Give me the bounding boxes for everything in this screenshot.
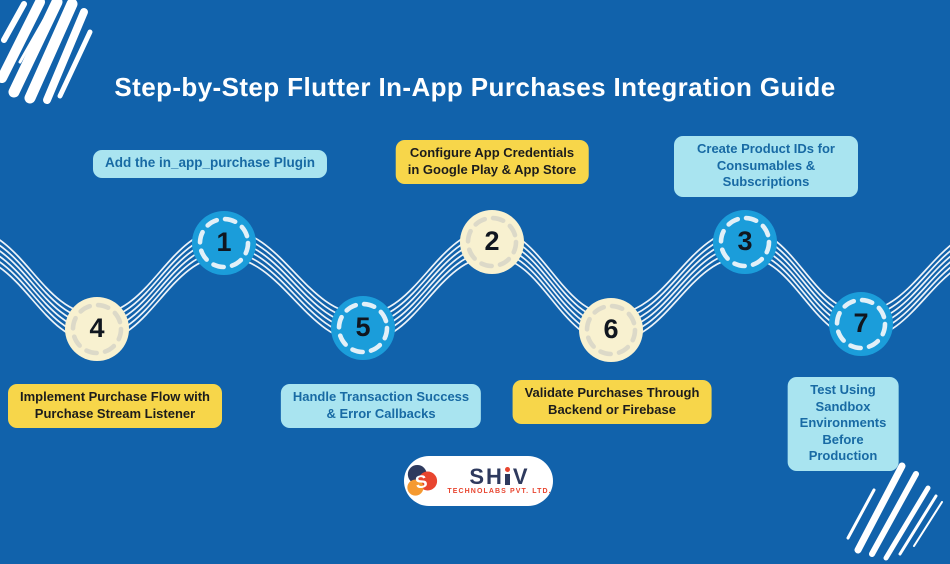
brush-scribble-bottom-right [846,462,943,561]
step-number-5: 5 [355,311,371,342]
logo-subtitle: TECHNOLABS PVT. LTD. [447,488,552,495]
step-label-7: Test Using Sandbox Environments Before P… [787,377,899,471]
dashed-ring-icon [460,210,524,274]
step-number-4: 4 [89,312,105,343]
dashed-ring-icon [829,292,893,356]
step-number-7: 7 [853,307,869,338]
dashed-ring-icon [65,297,129,361]
step-circle-3: 3 [713,210,777,274]
logo-brand-sh: SH [469,464,504,489]
shiv-technolabs-logo: S SH V TECHNOLABS PVT. LTD. [404,456,553,506]
logo-brand: SH V [469,464,530,489]
step-number-3: 3 [737,225,753,256]
logo-text: SH V TECHNOLABS PVT. LTD. [447,464,552,496]
step-circle-6: 6 [579,298,643,362]
dashed-ring-icon [579,298,643,362]
step-number-1: 1 [216,226,232,257]
step-label-4: Implement Purchase Flow with Purchase St… [8,384,222,428]
step-circle-1: 1 [192,211,256,275]
dashed-ring-icon [331,296,395,360]
logo-i-dot [504,467,510,472]
logo-brand-i [504,467,510,485]
step-label-6: Validate Purchases Through Backend or Fi… [512,380,712,424]
shiv-logo-icon: S [407,464,438,496]
step-circle-5: 5 [331,296,395,360]
svg-text:S: S [414,471,429,493]
logo-brand-v: V [512,464,530,489]
step-label-3: Create Product IDs for Consumables & Sub… [674,136,858,197]
step-circle-4: 4 [65,297,129,361]
step-number-6: 6 [603,313,619,344]
step-label-1: Add the in_app_purchase Plugin [92,150,328,178]
logo-i-stem [505,474,510,485]
step-circle-7: 7 [829,292,893,356]
brush-scribble-top-left [0,0,93,104]
step-circle-2: 2 [460,210,524,274]
dashed-ring-icon [192,211,256,275]
step-number-2: 2 [484,225,500,256]
step-label-2: Configure App Credentials in Google Play… [395,140,589,184]
step-label-5: Handle Transaction Success & Error Callb… [280,384,482,428]
dashed-ring-icon [713,210,777,274]
page-title: Step-by-Step Flutter In-App Purchases In… [114,72,836,102]
